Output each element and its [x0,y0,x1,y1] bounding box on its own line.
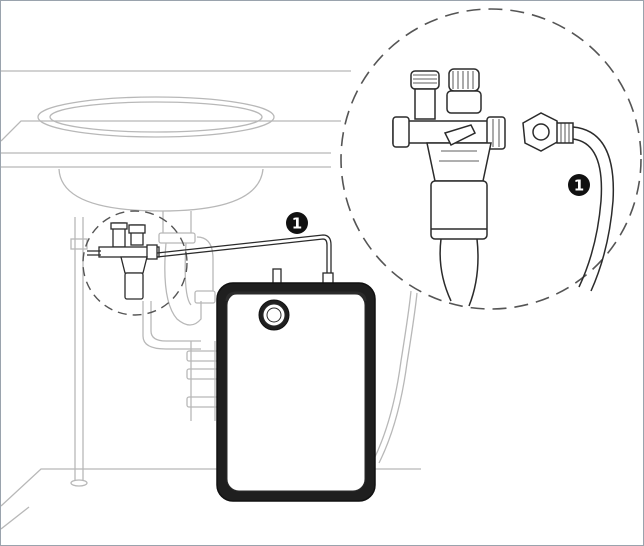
callout-1-detail-label: 1 [574,177,584,195]
safety-valve-small [87,222,160,300]
countertop [1,70,351,168]
callout-1-main-label: 1 [292,215,302,233]
temperature-knob-icon [258,299,290,331]
inlet-hose [156,234,332,285]
hose-connector-detail [522,112,615,292]
drain-siphon [142,211,220,421]
drain-hose [372,290,418,464]
callout-1-detail: 1 [568,174,590,196]
wall-water-pipe [70,217,88,487]
detail-marker-circle [82,210,188,316]
callout-1-main: 1 [286,212,308,234]
magnified-detail-circle [340,8,642,310]
sink-bowl [37,96,275,212]
water-heater-tank [216,268,376,502]
safety-valve-detail [392,68,506,307]
